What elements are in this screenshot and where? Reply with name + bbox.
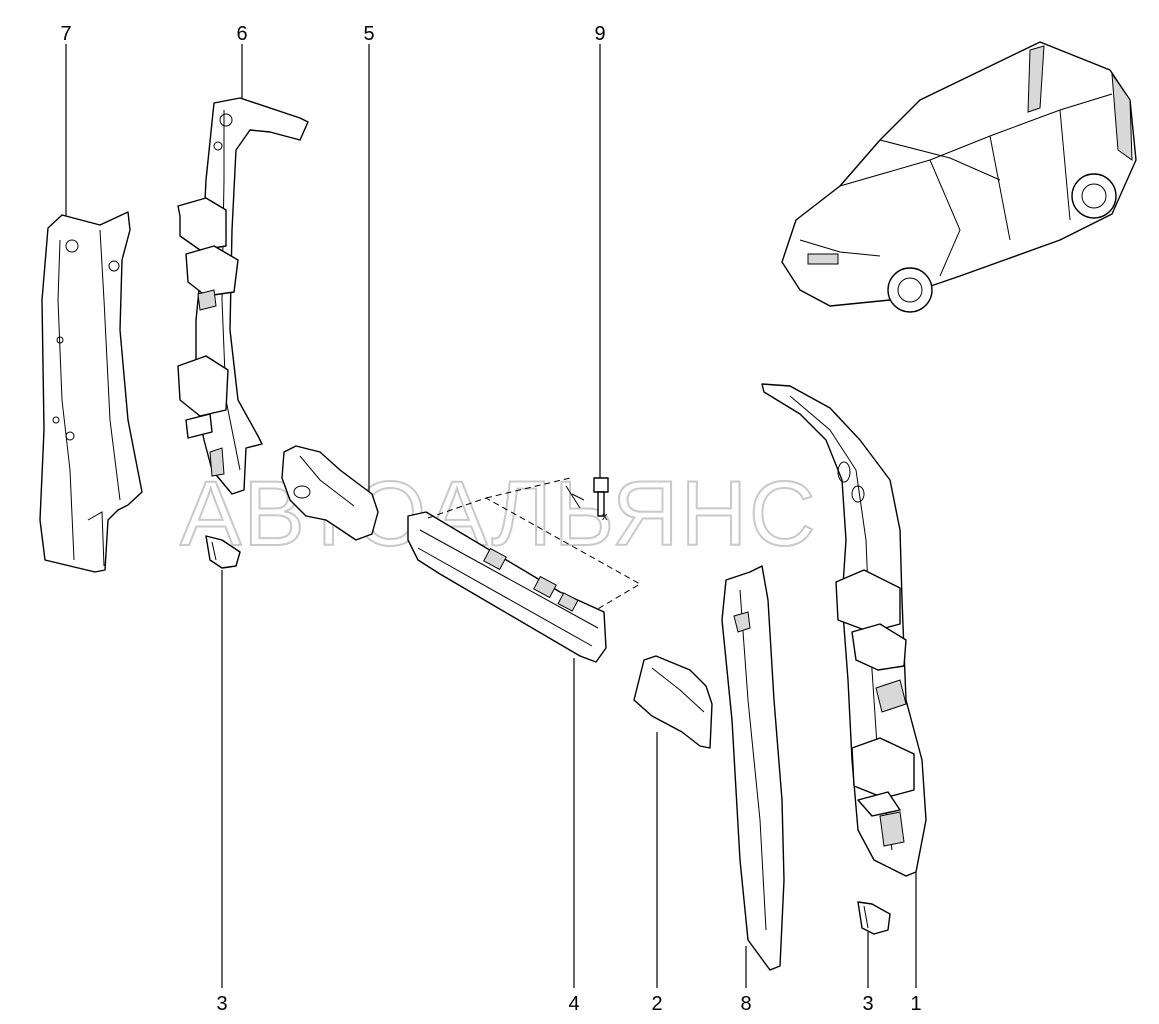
part-1-center-pillar-assembly — [761, 383, 927, 877]
callout-8: 8 — [740, 993, 751, 1015]
callout-2: 2 — [651, 993, 662, 1015]
callout-7: 7 — [60, 23, 71, 45]
callout-9: 9 — [594, 23, 605, 45]
callout-3-left: 3 — [216, 993, 227, 1015]
part-9-bolt: x — [565, 477, 609, 523]
callout-numbers: 7 6 5 9 3 4 2 8 3 1 — [60, 23, 921, 1015]
bolt-marker: x — [602, 511, 608, 523]
callout-3-right: 3 — [862, 993, 873, 1015]
callout-5: 5 — [363, 23, 374, 45]
part-2-pillar-plate — [633, 655, 713, 749]
watermark-text: АВТОАЛЬЯНС — [180, 463, 818, 565]
part-4-cross-member — [407, 477, 642, 663]
part-8-inner-pillar-trim — [721, 565, 785, 971]
part-5-pillar-bracket — [281, 445, 379, 541]
part-3-small-bracket-right — [857, 901, 891, 935]
callout-4: 4 — [568, 993, 579, 1015]
part-7-outer-pillar-panel — [39, 211, 143, 573]
vehicle-location-thumbnail — [781, 41, 1137, 313]
leader-lines — [65, 44, 917, 988]
callout-1: 1 — [910, 993, 921, 1015]
part-6-inner-pillar-reinforcement — [177, 97, 309, 495]
part-3-small-bracket-left — [205, 535, 241, 569]
callout-6: 6 — [236, 23, 247, 45]
